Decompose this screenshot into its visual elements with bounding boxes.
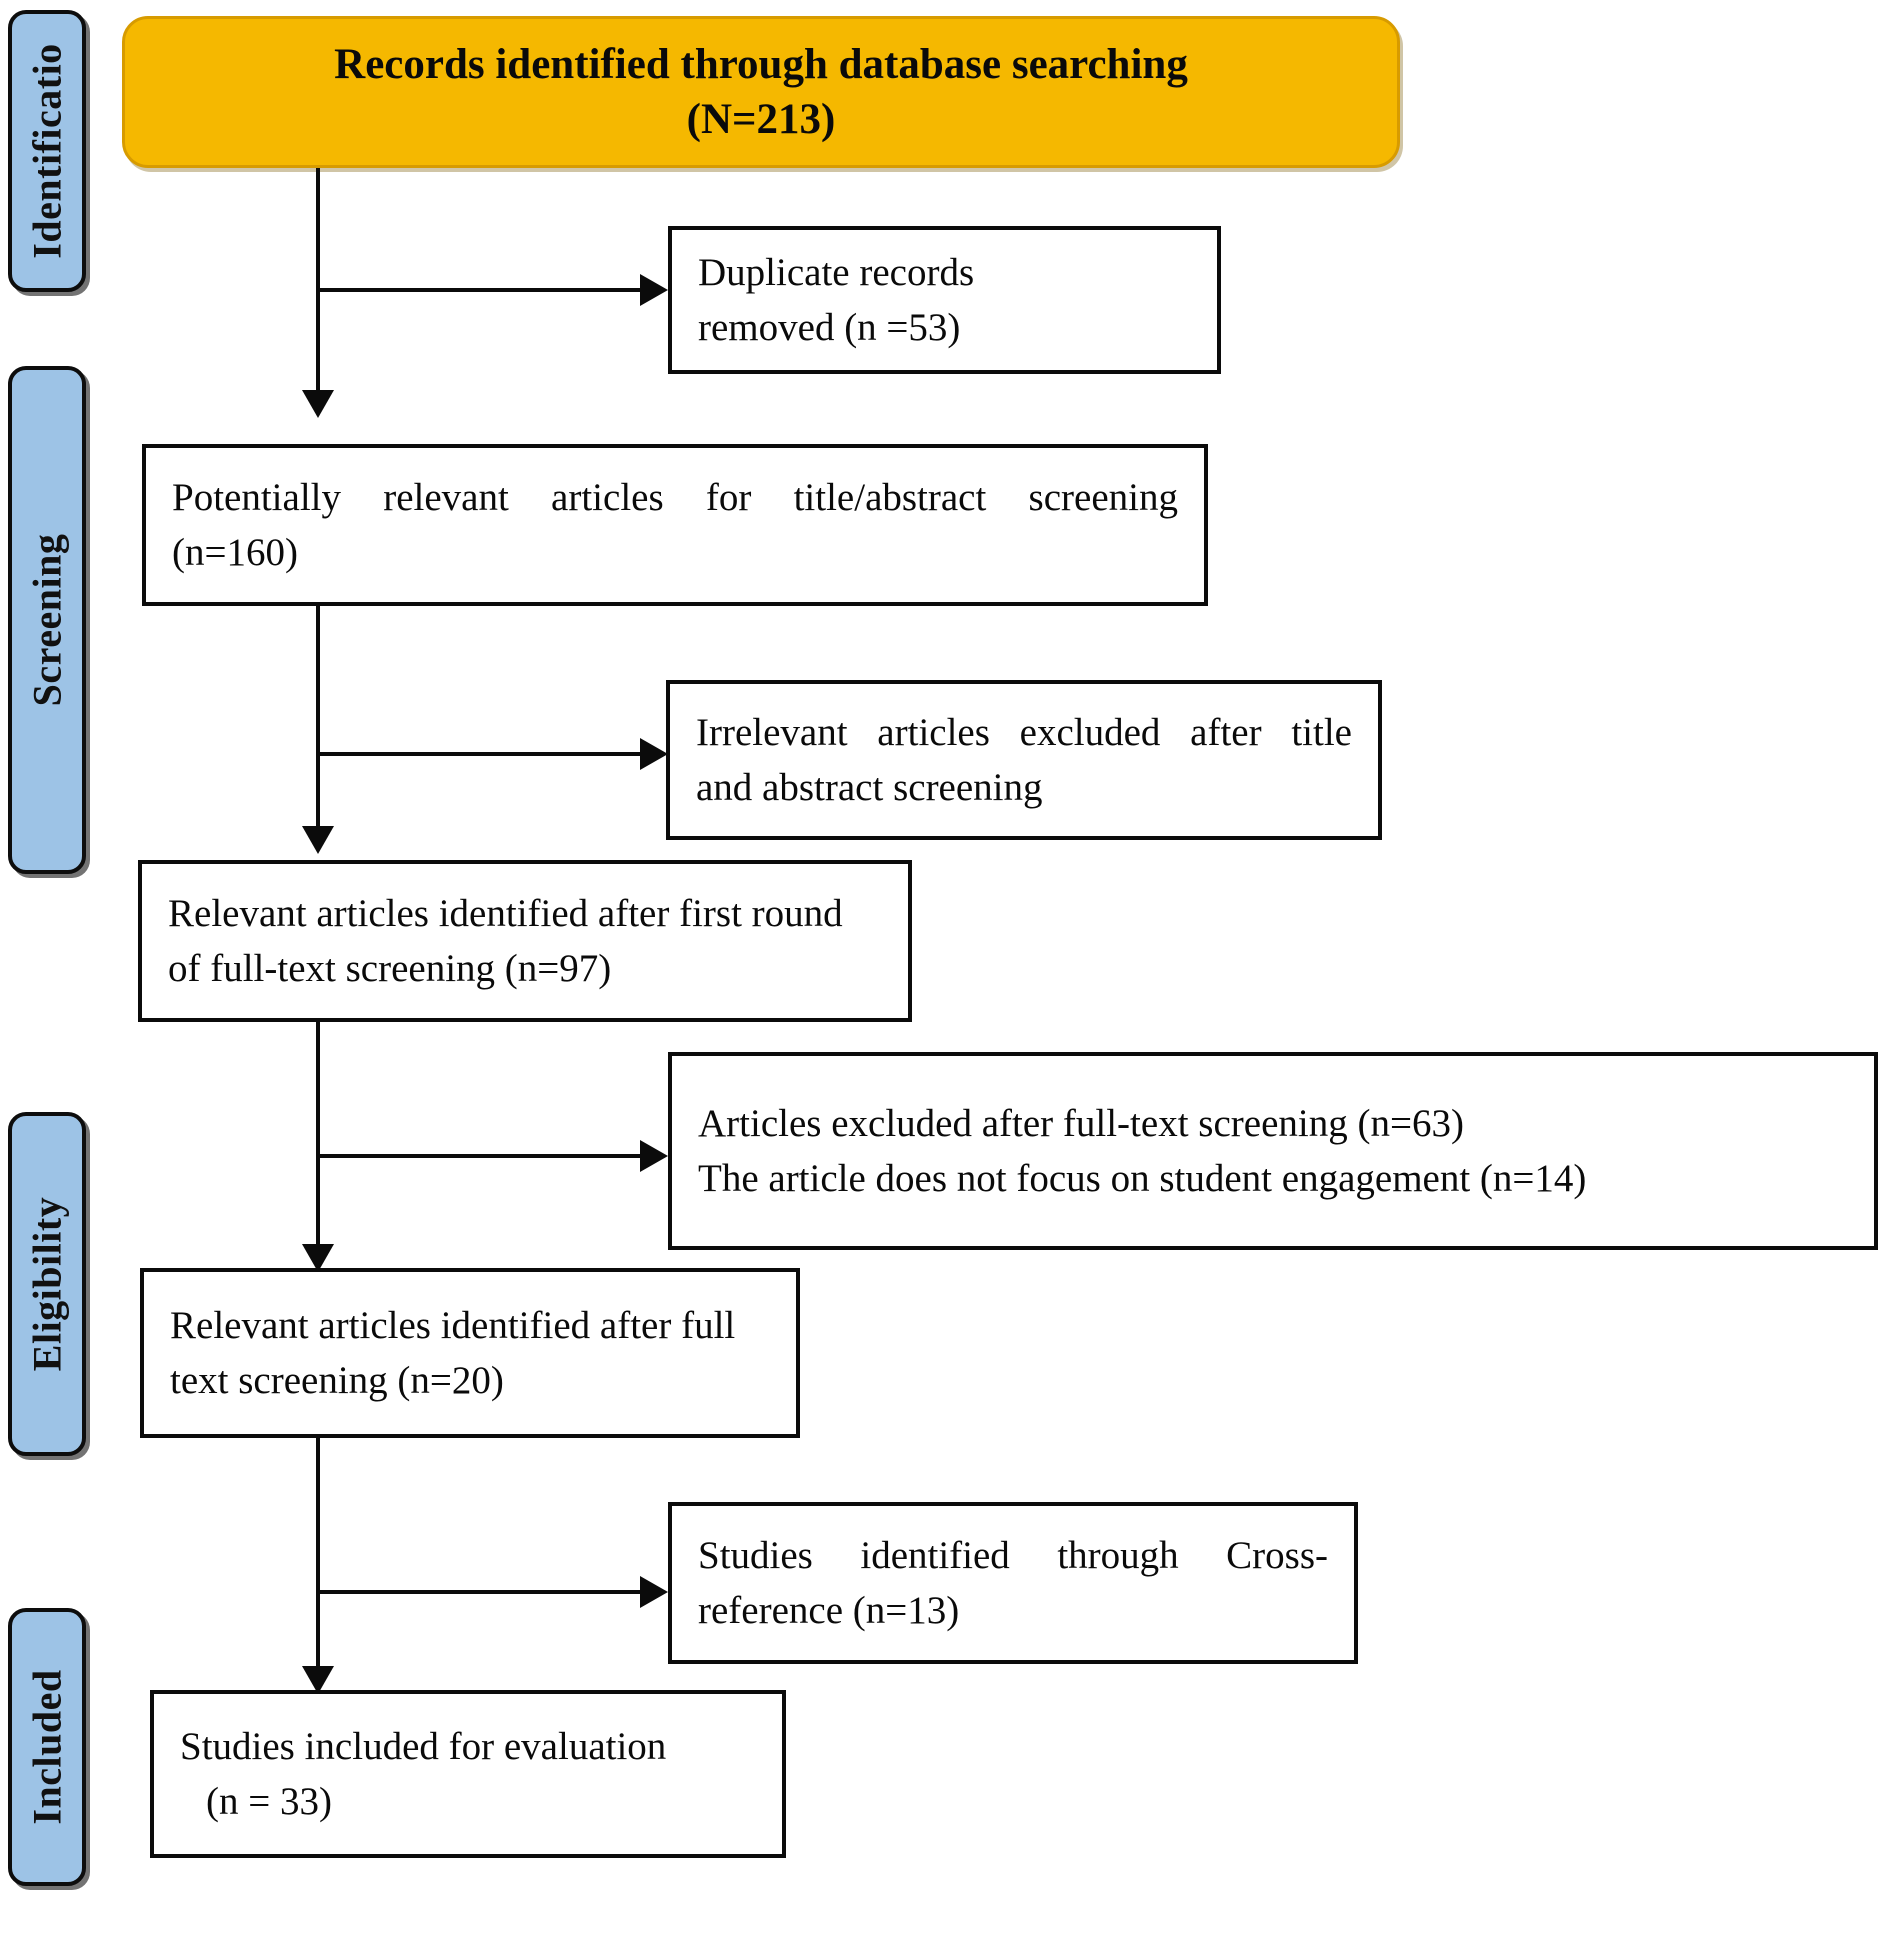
box-potentially-relevant-articles-line1: Potentially relevant articles for title/… bbox=[172, 475, 1178, 519]
arrowhead-first-round-down bbox=[302, 1244, 334, 1272]
box-cross-reference-studies-line2: reference (n=13) bbox=[698, 1589, 960, 1632]
stage-label-screening: Screening bbox=[24, 533, 70, 707]
stage-pill-screening: Screening bbox=[8, 366, 86, 874]
stage-pill-identification: Identificatio bbox=[8, 10, 86, 292]
box-cross-reference-studies: Studies identified through Cross- refere… bbox=[668, 1502, 1358, 1664]
box-relevant-articles-fulltext-line2: text screening (n=20) bbox=[170, 1359, 504, 1402]
connector-potentially-relevant-right bbox=[318, 752, 650, 756]
arrowhead-identified-down bbox=[302, 390, 334, 418]
connector-identified-down bbox=[316, 168, 320, 400]
arrowhead-fulltext-right bbox=[640, 1576, 668, 1608]
box-relevant-articles-fulltext-line1: Relevant articles identified after full bbox=[170, 1303, 736, 1347]
box-potentially-relevant-articles: Potentially relevant articles for title/… bbox=[142, 444, 1208, 606]
box-relevant-articles-fulltext: Relevant articles identified after full … bbox=[140, 1268, 800, 1438]
box-records-identified-line1: Records identified through database sear… bbox=[334, 40, 1188, 88]
connector-fulltext-down bbox=[316, 1438, 320, 1676]
arrowhead-potentially-relevant-right bbox=[640, 738, 668, 770]
box-studies-included-evaluation-line1: Studies included for evaluation bbox=[180, 1724, 667, 1768]
stage-label-identification: Identificatio bbox=[24, 43, 70, 259]
box-relevant-articles-first-round: Relevant articles identified after first… bbox=[138, 860, 912, 1022]
box-relevant-articles-first-round-line2: of full-text screening (n=97) bbox=[168, 947, 612, 990]
connector-potentially-relevant-down bbox=[316, 606, 320, 836]
box-studies-included-evaluation: Studies included for evaluation (n = 33) bbox=[150, 1690, 786, 1858]
connector-fulltext-right bbox=[318, 1590, 650, 1594]
stage-pill-eligibility: Eligibility bbox=[8, 1112, 86, 1456]
box-irrelevant-articles-excluded-line1: Irrelevant articles excluded after title bbox=[696, 710, 1352, 754]
box-studies-included-evaluation-line2: (n = 33) bbox=[206, 1780, 332, 1823]
box-records-identified: Records identified through database sear… bbox=[122, 16, 1400, 168]
box-cross-reference-studies-line1: Studies identified through Cross- bbox=[698, 1533, 1328, 1577]
box-relevant-articles-first-round-line1: Relevant articles identified after first… bbox=[168, 891, 843, 935]
stage-label-eligibility: Eligibility bbox=[24, 1196, 70, 1372]
stage-label-included: Included bbox=[24, 1669, 70, 1825]
arrowhead-fulltext-down bbox=[302, 1666, 334, 1694]
box-irrelevant-articles-excluded: Irrelevant articles excluded after title… bbox=[666, 680, 1382, 840]
connector-first-round-right bbox=[318, 1154, 650, 1158]
connector-first-round-down bbox=[316, 1022, 320, 1254]
box-duplicate-records-removed-line1: Duplicate records bbox=[698, 250, 975, 294]
box-duplicate-records-removed: Duplicate records removed (n =53) bbox=[668, 226, 1221, 374]
connector-identified-right bbox=[318, 288, 650, 292]
box-records-identified-line2: (N=213) bbox=[686, 96, 836, 143]
arrowhead-first-round-right bbox=[640, 1140, 668, 1172]
box-irrelevant-articles-excluded-line2: and abstract screening bbox=[696, 766, 1043, 809]
box-duplicate-records-removed-line2: removed (n =53) bbox=[698, 306, 961, 349]
box-articles-excluded-fulltext-line1: Articles excluded after full-text screen… bbox=[698, 1101, 1464, 1145]
stage-pill-included: Included bbox=[8, 1608, 86, 1886]
box-articles-excluded-fulltext-line2: The article does not focus on student en… bbox=[698, 1157, 1587, 1200]
arrowhead-identified-right bbox=[640, 274, 668, 306]
box-potentially-relevant-articles-line2: (n=160) bbox=[172, 531, 298, 574]
box-articles-excluded-fulltext: Articles excluded after full-text screen… bbox=[668, 1052, 1878, 1250]
arrowhead-potentially-relevant-down bbox=[302, 826, 334, 854]
